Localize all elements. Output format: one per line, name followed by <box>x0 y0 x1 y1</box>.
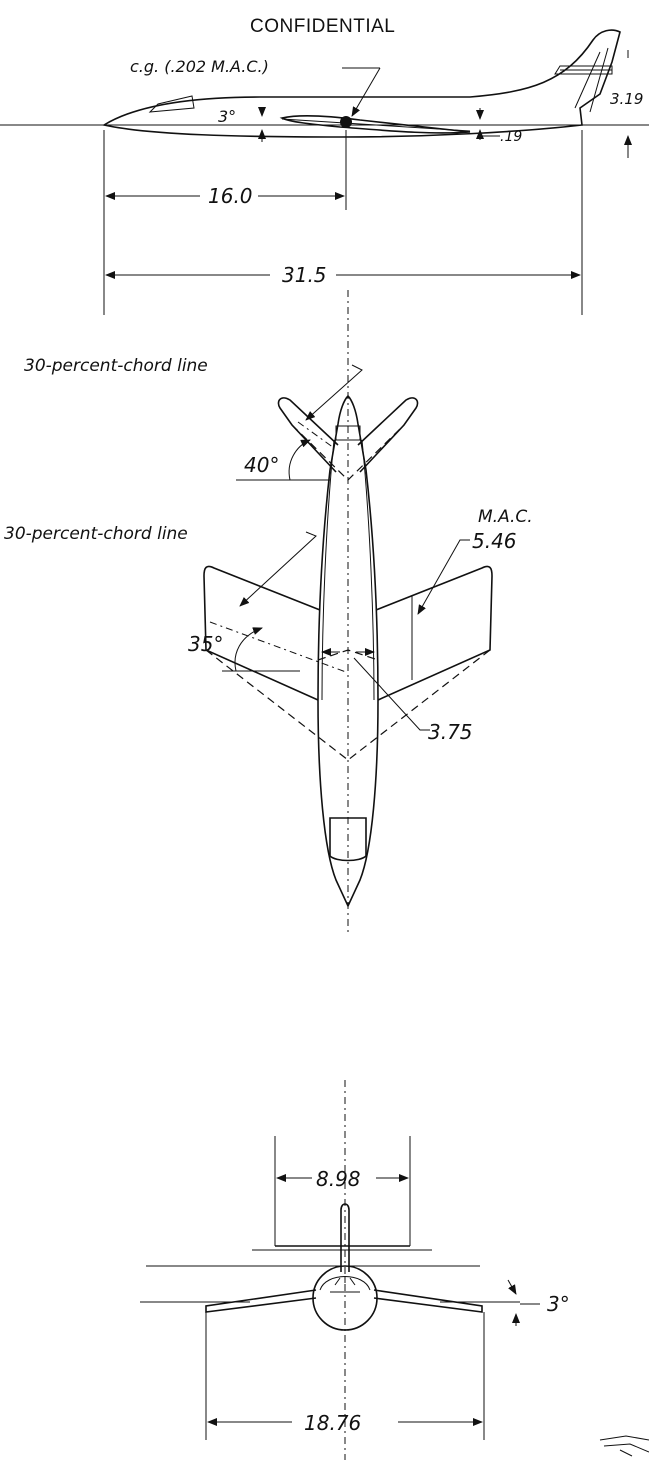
root-dimension-label: 3.75 <box>428 720 473 744</box>
plan-view: 30-percent-chord line 40° 3.75 30-percen… <box>4 290 533 935</box>
wing-root-chord <box>205 649 491 761</box>
side-view: c.g. (.202 M.A.C.) 3° .19 3.19 16.0 31.5 <box>0 29 649 315</box>
wing-chord-leader <box>239 531 317 607</box>
dihedral-label: 3° <box>547 1292 570 1316</box>
fin-fairing <box>554 65 613 75</box>
wing-chord-line-label: 30-percent-chord line <box>4 524 188 544</box>
wing-section <box>279 115 471 134</box>
tail-span-label: 8.98 <box>316 1167 361 1191</box>
fuselage-inner-line <box>321 439 375 701</box>
cg-station-label: 16.0 <box>208 184 253 208</box>
mac-leader <box>417 539 470 615</box>
tail-height-label: 3.19 <box>610 90 643 108</box>
horizontal-tail-left <box>277 397 339 473</box>
cg-symbol <box>340 116 352 128</box>
classification-header: CONFIDENTIAL <box>250 16 395 37</box>
main-wing-left <box>203 565 321 701</box>
front-wing-left <box>205 1289 317 1313</box>
cg-label: c.g. (.202 M.A.C.) <box>130 57 269 76</box>
front-view: 8.98 3° 18.76 <box>140 1080 570 1460</box>
overall-length-label: 31.5 <box>282 263 327 287</box>
wing-section-chord <box>281 118 471 132</box>
canopy-outline <box>148 95 195 113</box>
tail-sweep-arc <box>288 439 311 481</box>
tail-chord-line <box>297 421 335 449</box>
wing-span-label: 18.76 <box>304 1411 361 1435</box>
tail-sweep-label: 40° <box>244 453 279 477</box>
plan-fuselage-outline <box>317 394 379 908</box>
mac-value: 5.46 <box>472 529 517 553</box>
dihedral-arrow-top <box>507 1279 517 1295</box>
cg-leader <box>351 67 381 117</box>
plan-canopy <box>329 817 367 862</box>
fin-detail <box>560 47 612 113</box>
horizontal-tail-right <box>357 397 419 473</box>
wing-sweep-label: 35° <box>188 632 223 656</box>
side-fuselage-outline <box>101 29 621 138</box>
root-leader <box>353 657 430 731</box>
tail-box <box>335 425 361 441</box>
offset-label: .19 <box>500 129 522 145</box>
incidence-angle-label: 3° <box>218 107 236 126</box>
mac-label: M.A.C. <box>478 507 533 527</box>
wing-sweep-arc <box>234 627 263 672</box>
tail-chord-line-label: 30-percent-chord line <box>24 356 208 376</box>
corner-stamp-fragment <box>599 1435 649 1457</box>
front-vertical-fin <box>340 1203 350 1272</box>
front-wing-right <box>373 1289 483 1313</box>
tail-chord-leader <box>305 364 363 421</box>
wing-chord-line <box>209 621 347 673</box>
front-intake-lines <box>334 1276 356 1286</box>
main-wing-right <box>375 565 493 701</box>
